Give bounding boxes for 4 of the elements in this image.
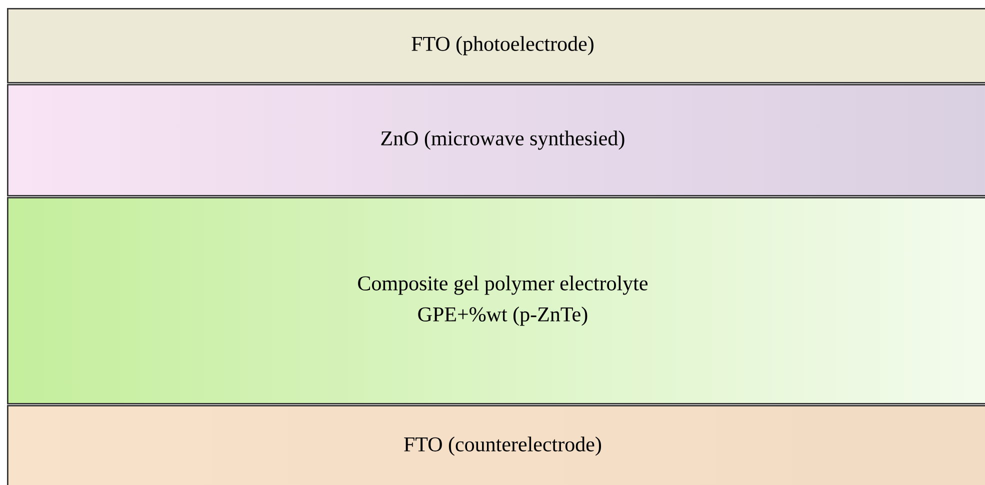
- layer-box: ZnO (microwave synthesied): [7, 84, 985, 196]
- layer-box: Composite gel polymer electrolyte GPE+%wt (p-ZnTe): [7, 197, 985, 404]
- layer-box: FTO (photoelectrode): [7, 8, 985, 84]
- layer-box: FTO (counterelectrode): [7, 405, 985, 485]
